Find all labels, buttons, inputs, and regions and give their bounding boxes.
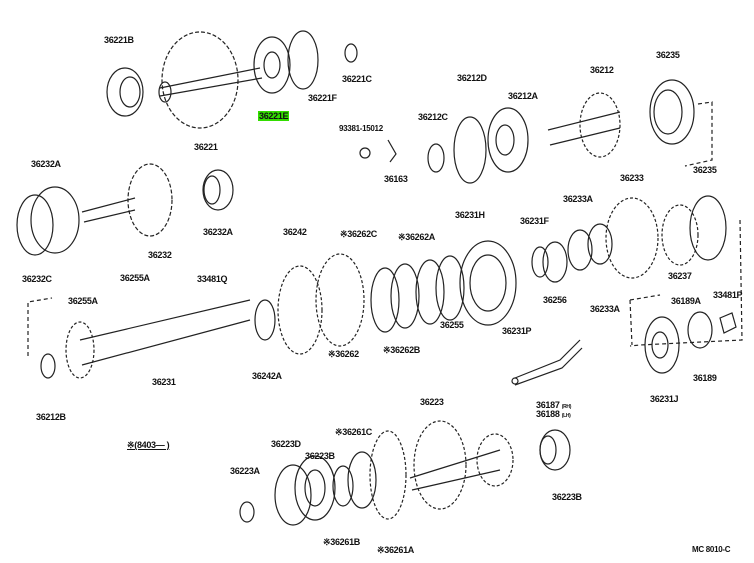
part-id: 36187	[536, 400, 560, 410]
part-label[interactable]: 36223A	[230, 466, 260, 476]
part-label[interactable]: 36237	[668, 271, 692, 281]
gear-36242	[277, 253, 365, 355]
hub-36231h	[459, 240, 517, 326]
date-note: ※(8403— )	[127, 440, 170, 450]
part-label[interactable]: ※36262B	[383, 345, 420, 355]
part-label[interactable]: 36256	[543, 295, 567, 305]
part-label[interactable]: 36232	[148, 250, 172, 260]
part-label[interactable]: 36233A	[590, 304, 620, 314]
part-label[interactable]: ※36261B	[323, 537, 360, 547]
part-label[interactable]: 36255A	[120, 273, 150, 283]
part-label[interactable]: 36255A	[68, 296, 98, 306]
part-label[interactable]: 36163	[384, 174, 408, 184]
part-label[interactable]: 36212A	[508, 91, 538, 101]
counter-gear-36221	[158, 31, 263, 129]
snap-ring-36223d	[274, 464, 312, 526]
snap-ring-36212d	[453, 116, 487, 184]
part-label[interactable]: 36235	[656, 50, 680, 60]
part-label[interactable]: 93381-15012	[339, 124, 383, 133]
dashed-leader	[684, 101, 713, 167]
bearing-36221e	[253, 36, 291, 94]
part-label[interactable]: 36212C	[418, 112, 448, 122]
part-label[interactable]: 36233A	[563, 194, 593, 204]
part-label[interactable]: 36231J	[650, 394, 679, 404]
snap-ring-36221f	[287, 30, 319, 90]
bearing-36223b	[294, 455, 336, 521]
bolt-36163	[359, 139, 397, 163]
needle-bearing-36233a	[567, 223, 613, 271]
part-label[interactable]: 36231P	[502, 326, 532, 336]
part-label[interactable]: 36223	[420, 397, 444, 407]
part-label[interactable]: 36232A	[203, 227, 233, 237]
part-label[interactable]: 36223D	[271, 439, 301, 449]
gear-36189	[687, 311, 737, 349]
part-label[interactable]: 36187 (RH)	[536, 400, 571, 410]
diagram-code: MC 8010-C	[692, 545, 731, 554]
part-label[interactable]: 36223B	[305, 451, 335, 461]
part-label[interactable]: 36221F	[308, 93, 337, 103]
side-lh: (LH)	[561, 413, 571, 419]
part-label[interactable]: 36233	[620, 173, 644, 183]
part-label[interactable]: 36212D	[457, 73, 487, 83]
spacers-36261	[332, 451, 377, 509]
washers-36262	[370, 255, 465, 333]
counter-gear-36223	[409, 420, 514, 510]
bearing-36242a	[254, 299, 276, 341]
part-label[interactable]: 36189A	[671, 296, 701, 306]
part-label[interactable]: 36212	[590, 65, 614, 75]
bearing-36212a	[487, 107, 529, 173]
bearing-36231j	[644, 316, 680, 374]
main-shaft-36231	[40, 299, 251, 379]
part-label[interactable]: 36221	[194, 142, 218, 152]
part-label[interactable]: ※36262	[328, 349, 359, 359]
part-label[interactable]: 36189	[693, 373, 717, 383]
bearing-362238	[539, 429, 571, 471]
gear-36237	[661, 195, 727, 266]
part-label[interactable]: 33481Q	[197, 274, 228, 284]
snap-ring-36221c	[344, 43, 358, 63]
shift-fork-36187	[511, 339, 583, 386]
part-label[interactable]: 36221B	[104, 35, 134, 45]
part-label-highlighted[interactable]: 36221E	[258, 111, 290, 121]
dashed-leader	[629, 294, 661, 346]
bearing-36221b	[106, 67, 144, 117]
output-gear-36232	[81, 163, 173, 237]
part-label[interactable]: 36255	[440, 320, 464, 330]
part-label[interactable]: ※36261A	[377, 545, 414, 555]
part-label[interactable]: 36212B	[36, 412, 66, 422]
snap-ring-36223a	[239, 501, 255, 523]
part-label[interactable]: 33481P	[713, 290, 743, 300]
side-rh: (RH)	[561, 404, 572, 410]
snap-ring-36231f	[531, 241, 568, 283]
part-label[interactable]: 36232C	[22, 274, 52, 284]
retainer-36232a	[16, 186, 80, 256]
synchro-ring-36235	[649, 79, 695, 145]
part-label[interactable]: 36188 (LH)	[536, 409, 571, 419]
part-label[interactable]: 36231H	[455, 210, 485, 220]
part-label[interactable]: ※36262C	[340, 229, 377, 239]
dashed-leader	[27, 297, 53, 356]
part-label[interactable]: 36231	[152, 377, 176, 387]
part-label[interactable]: 36235	[693, 165, 717, 175]
part-label[interactable]: ※36262A	[398, 232, 435, 242]
part-label[interactable]: 36223B	[552, 492, 582, 502]
part-label[interactable]: ※36261C	[335, 427, 372, 437]
gear-36233	[605, 197, 659, 279]
part-label[interactable]: 36221C	[342, 74, 372, 84]
part-label[interactable]: 36231F	[520, 216, 549, 226]
gear-36261a	[369, 430, 407, 520]
input-shaft-36212	[547, 92, 621, 158]
bearing-36232a	[202, 169, 234, 211]
part-label[interactable]: 36242A	[252, 371, 282, 381]
snap-ring-36212c	[427, 143, 445, 173]
part-id: 36188	[536, 409, 560, 419]
part-label[interactable]: 36232A	[31, 159, 61, 169]
part-label[interactable]: 36242	[283, 227, 307, 237]
